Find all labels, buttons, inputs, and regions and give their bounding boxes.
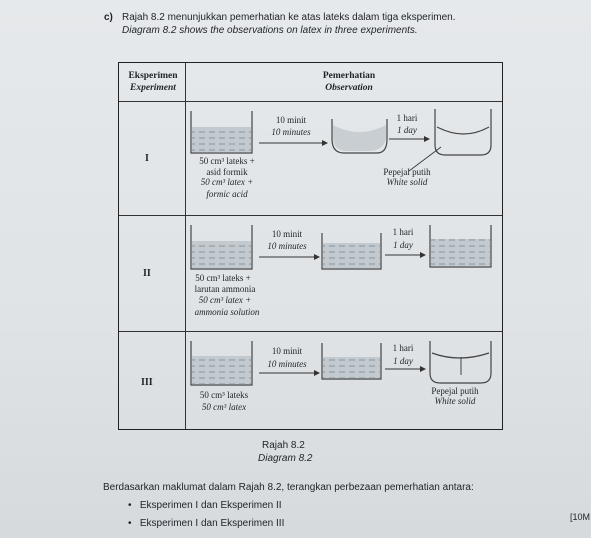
- header-experiment-malay: Eksperimen: [128, 71, 178, 81]
- task-prompt: Berdasarkan maklumat dalam Rajah 8.2, te…: [103, 482, 474, 493]
- row1-arrow-1-head: [322, 140, 328, 146]
- question-label: c): [104, 12, 113, 23]
- row2-time-malay: 10 minit: [271, 229, 303, 239]
- row1-pointer: [408, 146, 442, 172]
- row1-sample-malay-1: 50 cm³ lateks +: [199, 156, 255, 166]
- row1-time-malay: 10 minit: [275, 115, 307, 125]
- task-bullet-1: • Eksperimen I dan Eksperimen II: [128, 500, 282, 511]
- row2-arrow-1-head: [314, 254, 320, 260]
- row1-sample-english-2: formic acid: [206, 189, 248, 199]
- row-divider-1: [119, 215, 502, 216]
- row3-sample-malay-1: 50 cm³ lateks: [199, 390, 249, 400]
- marks-label: [10M: [570, 512, 591, 522]
- task-bullet-1-text: Eksperimen I dan Eksperimen II: [139, 500, 282, 511]
- row1-result-english: White solid: [386, 177, 428, 187]
- header-experiment-english: Experiment: [130, 83, 176, 93]
- row1-sample-malay-2: asid formik: [206, 167, 248, 177]
- question-text-english: Diagram 8.2 shows the observations on la…: [122, 25, 418, 36]
- row1-beaker-start: [190, 111, 253, 154]
- row2-sample-malay-2: larutan ammonia: [194, 284, 256, 294]
- row1-sample-english-1: 50 cm³ latex +: [200, 177, 254, 187]
- row2-arrow-2-head: [420, 252, 426, 258]
- row-divider-2: [119, 331, 502, 332]
- row2-beaker-end: [429, 225, 492, 268]
- row3-sample-english-1: 50 cm³ latex: [201, 402, 247, 412]
- row2-sample-english-2: ammonia solution: [194, 307, 260, 317]
- row2-sample-malay-1: 50 cm³ lateks +: [195, 273, 251, 283]
- row1-beaker-middle: [331, 119, 388, 154]
- row3-time-english: 10 minutes: [267, 359, 307, 369]
- row2-sample-english-1: 50 cm³ latex +: [198, 295, 252, 305]
- row1-result-malay: Pepejal putih: [383, 167, 431, 177]
- row3-result-malay: Pepejal putih: [431, 386, 479, 396]
- column-divider: [185, 63, 186, 429]
- row1-day-malay: 1 hari: [396, 113, 418, 123]
- header-observation-english: Observation: [325, 83, 373, 93]
- row3-arrow-2-head: [420, 366, 426, 372]
- question-text-malay: Rajah 8.2 menunjukkan pemerhatian ke ata…: [122, 12, 456, 23]
- header-divider: [119, 101, 502, 102]
- row2-beaker-middle: [321, 233, 382, 270]
- task-bullet-2: • Eksperimen I dan Eksperimen III: [128, 518, 285, 529]
- experiment-illustrations: [190, 109, 492, 386]
- observation-table: Eksperimen Experiment Pemerhatian Observ…: [118, 62, 503, 430]
- row3-time-malay: 10 minit: [271, 346, 303, 356]
- row2-id: II: [143, 268, 151, 279]
- row1-arrow-2-head: [424, 136, 430, 142]
- row1-beaker-end: [434, 109, 492, 156]
- row2-time-english: 10 minutes: [267, 241, 307, 251]
- row3-day-english: 1 day: [393, 356, 413, 366]
- row3-arrow-1-head: [314, 370, 320, 376]
- row3-beaker-end: [429, 341, 492, 384]
- caption-malay: Rajah 8.2: [262, 440, 305, 451]
- row3-beaker-start: [190, 341, 253, 386]
- row3-beaker-middle: [321, 343, 382, 380]
- task-bullet-2-text: Eksperimen I dan Eksperimen III: [139, 518, 285, 529]
- row2-day-malay: 1 hari: [392, 227, 414, 237]
- row2-beaker-start: [190, 225, 253, 270]
- row1-day-english: 1 day: [397, 125, 417, 135]
- row2-day-english: 1 day: [393, 240, 413, 250]
- row3-result-english: White solid: [434, 396, 476, 406]
- caption-english: Diagram 8.2: [258, 453, 313, 464]
- row3-id: III: [141, 377, 153, 388]
- row3-day-malay: 1 hari: [392, 343, 414, 353]
- header-observation-malay: Pemerhatian: [322, 71, 376, 81]
- row1-time-english: 10 minutes: [271, 127, 311, 137]
- row1-id: I: [145, 153, 149, 164]
